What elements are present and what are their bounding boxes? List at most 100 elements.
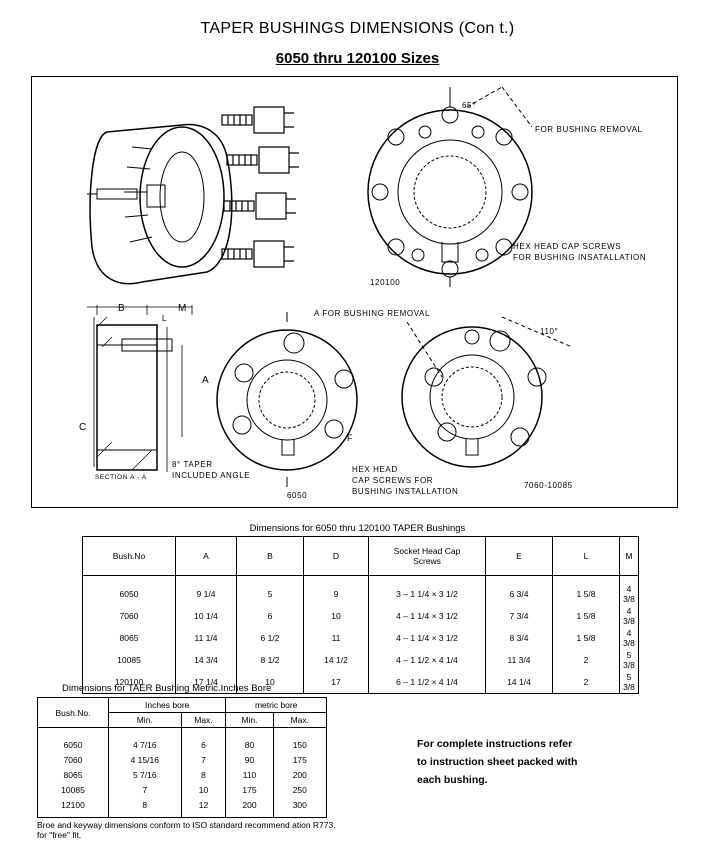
technical-drawing: FOR BUSHING REMOVAL HEX HEAD CAP SCREWS … <box>31 76 678 508</box>
label-size-7060: 7060-10085 <box>524 481 573 490</box>
table-row: 6050 4 7/16 6 80 150 <box>37 727 328 752</box>
table-row: 10085 7 10 175 250 <box>37 782 328 797</box>
cell: 7 3/4 <box>485 605 553 627</box>
cell: 8065 <box>37 767 109 782</box>
table-row: 10085 14 3/4 8 1/2 14 1/2 4 – 1 1/2 × 4 … <box>82 649 639 671</box>
label-hex-screws-1: HEX HEAD CAP SCREWS <box>513 242 622 251</box>
label-L: L <box>162 314 168 323</box>
cell: 12 <box>180 797 227 818</box>
header-b: B <box>236 536 304 576</box>
header-inch-min: Min. <box>108 712 182 728</box>
header-metric-min: Min. <box>225 712 274 728</box>
cell: 1 5/8 <box>552 627 620 649</box>
cell: 5 3/8 <box>619 671 639 694</box>
table-row: 7060 4 15/16 7 90 175 <box>37 752 328 767</box>
cell: 11 3/4 <box>485 649 553 671</box>
cell: 11 1/4 <box>175 627 237 649</box>
header-inch-max: Max. <box>180 712 227 728</box>
instructions-note: For complete instructions refer to instr… <box>417 735 657 789</box>
cell: 6 3/4 <box>485 575 553 605</box>
cell: 17 <box>303 671 369 694</box>
cell: 6 <box>180 727 227 752</box>
cell: 7 <box>180 752 227 767</box>
header-inches-bore: Inches bore <box>107 697 227 713</box>
cell: 10085 <box>37 782 109 797</box>
label-F: F <box>347 433 354 443</box>
table2-caption: Dimensions for TAER Bushing Metric.Inche… <box>62 683 272 694</box>
cell: 10 1/4 <box>175 605 237 627</box>
label-included-angle: INCLUDED ANGLE <box>172 471 251 480</box>
label-angle-110: 110° <box>540 327 559 336</box>
cell: 175 <box>225 782 274 797</box>
cell: 200 <box>272 767 328 782</box>
label-cap-screws-for: CAP SCREWS FOR <box>352 476 434 485</box>
cell: 200 <box>225 797 274 818</box>
header-metric-max: Max. <box>272 712 328 728</box>
header-e: E <box>485 536 553 576</box>
cell: 7 <box>108 782 182 797</box>
cell: 12100 <box>37 797 109 818</box>
cell: 8 1/2 <box>236 649 304 671</box>
label-bushing-installation: BUSHING INSTALLATION <box>352 487 459 496</box>
cell: 90 <box>225 752 274 767</box>
cell: 2 <box>552 649 620 671</box>
cell: 8065 <box>82 627 176 649</box>
section-view <box>87 305 193 472</box>
table-row: 8065 11 1/4 6 1/2 11 4 – 1 1/4 × 3 1/2 8… <box>82 627 639 649</box>
cell: 4 – 1 1/4 × 3 1/2 <box>368 605 486 627</box>
label-hex-screws-2: FOR BUSHING INSATALLATION <box>513 253 647 262</box>
table-row: 6050 9 1/4 5 9 3 – 1 1/4 × 3 1/2 6 3/4 1… <box>82 575 639 605</box>
cell: 6 <box>236 605 304 627</box>
label-angle-65: 65° <box>462 101 476 110</box>
header-bush-no: Bush.No <box>82 536 176 576</box>
label-M: M <box>178 303 187 314</box>
cell: 2 <box>552 671 620 694</box>
header-a: A <box>175 536 237 576</box>
label-a-for-removal: A FOR BUSHING REMOVAL <box>314 309 431 318</box>
label-size-6050: 6050 <box>287 491 308 500</box>
cell: 11 <box>303 627 369 649</box>
face-view-7060-10085 <box>401 316 573 468</box>
cell: 10085 <box>82 649 176 671</box>
label-B: B <box>118 303 126 314</box>
table-row: 7060 10 1/4 6 10 4 – 1 1/4 × 3 1/2 7 3/4… <box>82 605 639 627</box>
cell: 4 7/16 <box>108 727 182 752</box>
cell: 7060 <box>82 605 176 627</box>
cell: 1 5/8 <box>552 605 620 627</box>
table1-caption: Dimensions for 6050 thru 120100 TAPER Bu… <box>249 523 466 534</box>
label-taper: 8° TAPER <box>172 460 213 469</box>
cell: 1 5/8 <box>552 575 620 605</box>
cell: 14 1/4 <box>485 671 553 694</box>
cell: 4 – 1 1/2 × 4 1/4 <box>368 649 486 671</box>
cell: 175 <box>272 752 328 767</box>
cell: 10 <box>303 605 369 627</box>
label-section: SECTION A - A <box>95 474 147 481</box>
cell: 4 15/16 <box>108 752 182 767</box>
cell: 7060 <box>37 752 109 767</box>
instructions-line: each bushing. <box>417 774 488 786</box>
face-view-120100 <box>367 86 533 287</box>
footnote: Broe and keyway dimensions conform to IS… <box>37 820 336 840</box>
bore-table: Bush.No. Inches bore metric bore Min. Ma… <box>37 697 328 818</box>
cell: 4 3/8 <box>619 575 639 605</box>
label-C: C <box>79 422 87 433</box>
cell: 14 1/2 <box>303 649 369 671</box>
dimensions-table: Bush.No A B D Socket Head Cap Screws E L… <box>82 536 639 694</box>
header-m: M <box>619 536 639 576</box>
cell: 150 <box>272 727 328 752</box>
cell: 5 7/16 <box>108 767 182 782</box>
header-l: L <box>552 536 620 576</box>
label-size-120100: 120100 <box>370 278 401 287</box>
cell: 6 1/2 <box>236 627 304 649</box>
instructions-line: For complete instructions refer <box>417 738 573 750</box>
label-for-removal-1: FOR BUSHING REMOVAL <box>535 125 643 134</box>
page-subtitle: 6050 thru 120100 Sizes <box>275 50 440 67</box>
cell: 5 <box>236 575 304 605</box>
cell: 5 3/8 <box>619 649 639 671</box>
cell: 8 <box>108 797 182 818</box>
cell: 110 <box>225 767 274 782</box>
cell: 4 – 1 1/4 × 3 1/2 <box>368 627 486 649</box>
cell: 10 <box>180 782 227 797</box>
cell: 8 3/4 <box>485 627 553 649</box>
cell: 3 – 1 1/4 × 3 1/2 <box>368 575 486 605</box>
